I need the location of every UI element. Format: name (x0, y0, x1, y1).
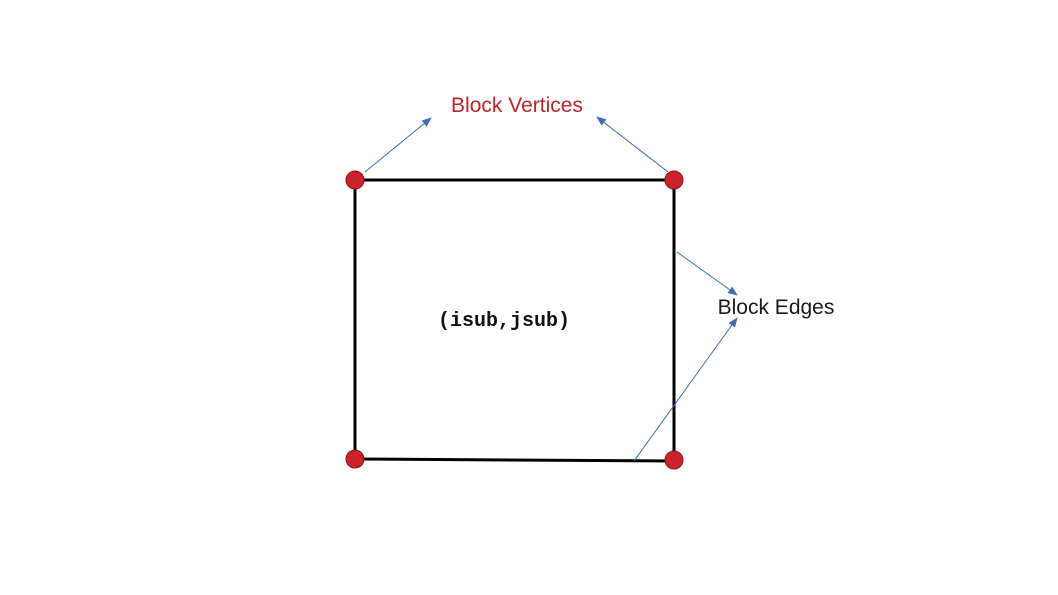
edges-label: Block Edges (718, 296, 835, 319)
block-vertices (345, 170, 684, 470)
vertex-top-right (664, 170, 684, 190)
vertex-bottom-left (345, 449, 365, 469)
arrow-edge-bottom (633, 317, 738, 462)
arrow-vertex-top-right (596, 116, 669, 173)
vertex-top-left (345, 170, 365, 190)
vertex-bottom-right (664, 450, 684, 470)
center-index-label: (isub,jsub) (438, 310, 570, 333)
vertices-label: Block Vertices (451, 94, 583, 117)
arrow-vertex-top-left (364, 117, 432, 173)
block-square (353, 178, 676, 463)
block-edge-bottom (354, 457, 675, 463)
arrows (364, 116, 738, 462)
arrow-edge-right (676, 251, 738, 296)
